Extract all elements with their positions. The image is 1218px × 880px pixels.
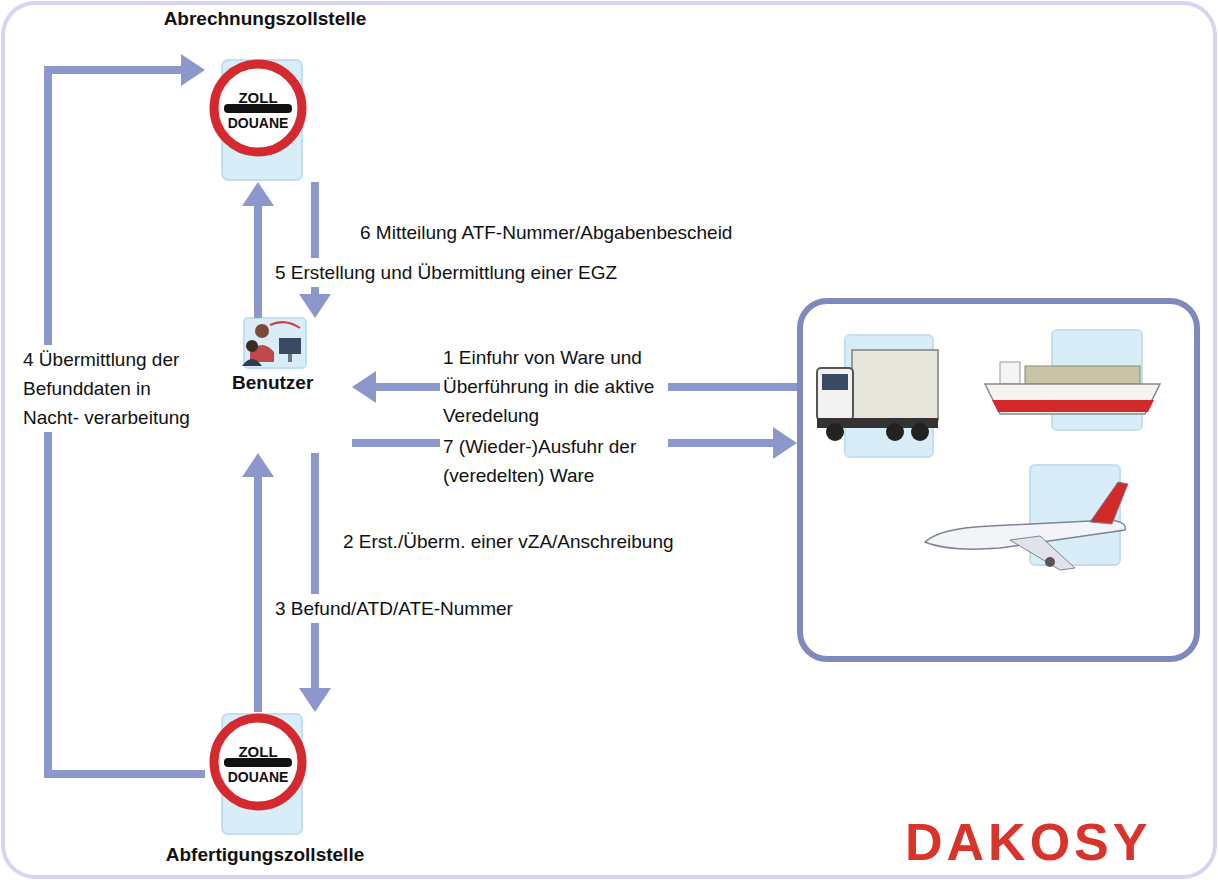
user-icon [242,318,306,368]
containers [1025,366,1140,384]
arrow-head [352,371,376,403]
user-node: Benutzer [222,318,352,453]
ship-icon [985,330,1160,430]
sign-text: ZOLL [238,743,277,760]
edge-label: 6 Mitteilung ATF-Nummer/Abgabenbescheid [357,218,735,247]
tail-fin [1090,482,1128,524]
arrow-head [299,294,331,318]
node-title: Abrechnungszollstelle [164,8,367,30]
wing [1010,536,1075,570]
monitor-stand [288,354,292,362]
sign-ring [214,64,302,152]
arrow-head [773,427,797,459]
connector-arrow [242,453,274,712]
arrow-head [242,453,274,477]
edge-label: 2 Erst./Überm. einer vZA/Anschreibung [340,527,677,556]
person-head [246,340,258,352]
sign-text: DOUANE [228,769,289,786]
customs-office: ZOLLDOUANEAbfertigungszollstelle [205,712,325,836]
truck-container [852,350,938,420]
arrow-head [242,182,274,206]
sign-text: ZOLL [238,89,277,106]
edge-label: 4 Übermittlung der Befunddaten in Nacht-… [20,345,208,432]
truck-cab [817,368,853,420]
sign-ring [214,718,302,806]
truck-icon [817,335,938,457]
arrow-head [299,688,331,712]
network-curve [270,322,300,328]
node-label: Benutzer [232,370,313,396]
connector-line [254,475,262,712]
person-body [242,359,262,366]
connector-line [254,204,262,318]
edge-label: 7 (Wieder-)Ausfuhr der (veredelten) Ware [440,432,668,490]
ship-waterline [992,400,1154,412]
sign-text: DOUANE [228,115,289,132]
wheel [886,423,904,441]
wheel [826,423,844,441]
node-title: Abfertigungszollstelle [166,844,364,866]
brand-logo: DAKOSY [905,812,1151,872]
truck-window [822,374,848,390]
engine [1045,557,1055,567]
ship-bridge [1000,362,1020,384]
plane-icon [925,465,1128,570]
page-frame [3,3,1215,877]
transport-box [797,298,1200,662]
customs-sign [214,714,302,834]
ship-hull [985,384,1160,414]
wheel [911,423,929,441]
connector-line [311,453,319,690]
arrow-head [181,54,205,86]
customs-sign [214,60,302,180]
monitor [279,338,301,354]
edge-label: 5 Erstellung und Übermittlung einer EGZ [272,258,620,287]
edge-label: 3 Befund/ATD/ATE-Nummer [272,594,516,623]
edge-label: 1 Einfuhr von Ware und Überführung in di… [440,343,668,430]
person-head [255,324,269,338]
connector-arrow [242,182,274,318]
connector-arrow [299,453,331,712]
customs-office: AbrechnungszollstelleZOLLDOUANE [205,58,325,182]
connector-arrow [299,182,331,318]
